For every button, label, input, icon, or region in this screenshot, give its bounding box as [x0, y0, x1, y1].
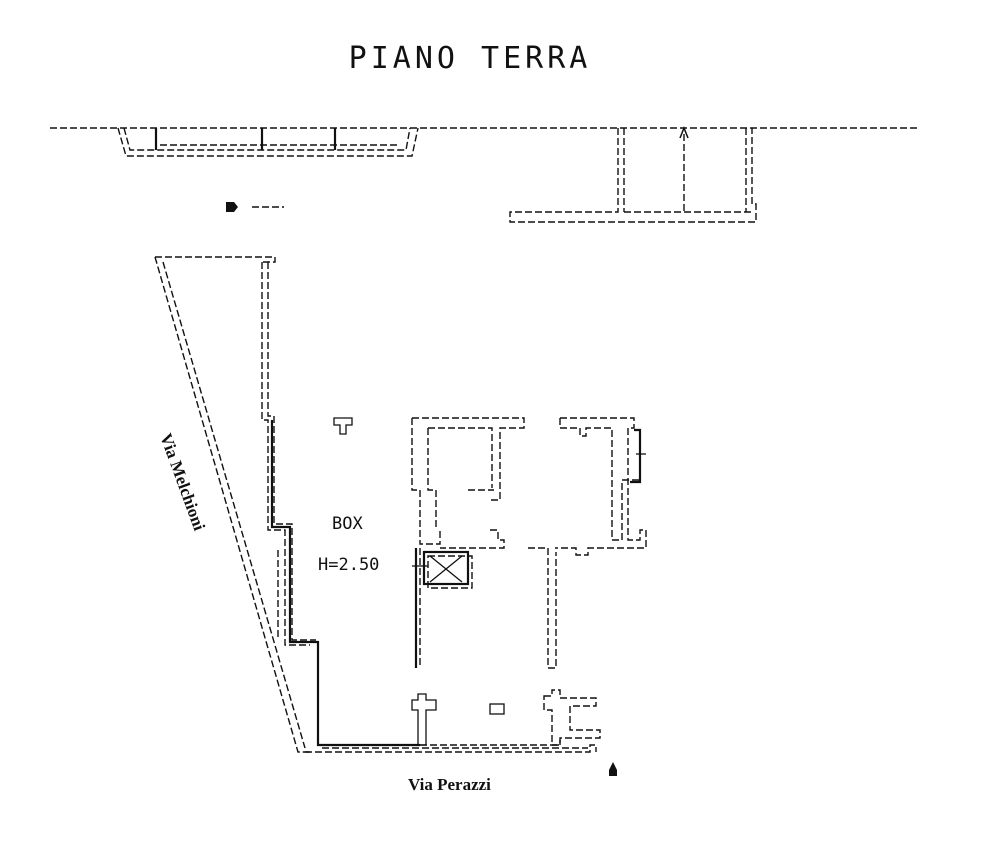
upper-right-structure — [509, 125, 757, 223]
street-label-south: Via Perazzi — [408, 775, 491, 794]
right-block-walls — [528, 417, 647, 669]
south-pillars — [411, 689, 601, 746]
upper-left-structure — [117, 127, 419, 157]
north-marker-icon — [609, 762, 617, 776]
stair-shaft — [412, 550, 473, 589]
room-height-label: H=2.50 — [318, 555, 379, 575]
pillar — [333, 417, 353, 435]
street-label-west: Via Melchioni — [156, 431, 209, 533]
plan-title: PIANO TERRA — [349, 41, 592, 76]
room-name-label: BOX — [332, 514, 363, 534]
main-building-west-wall — [261, 262, 420, 747]
central-block-walls — [411, 417, 525, 668]
via-melchioni-boundary — [154, 256, 310, 753]
arrow-marker-icon — [226, 202, 284, 212]
